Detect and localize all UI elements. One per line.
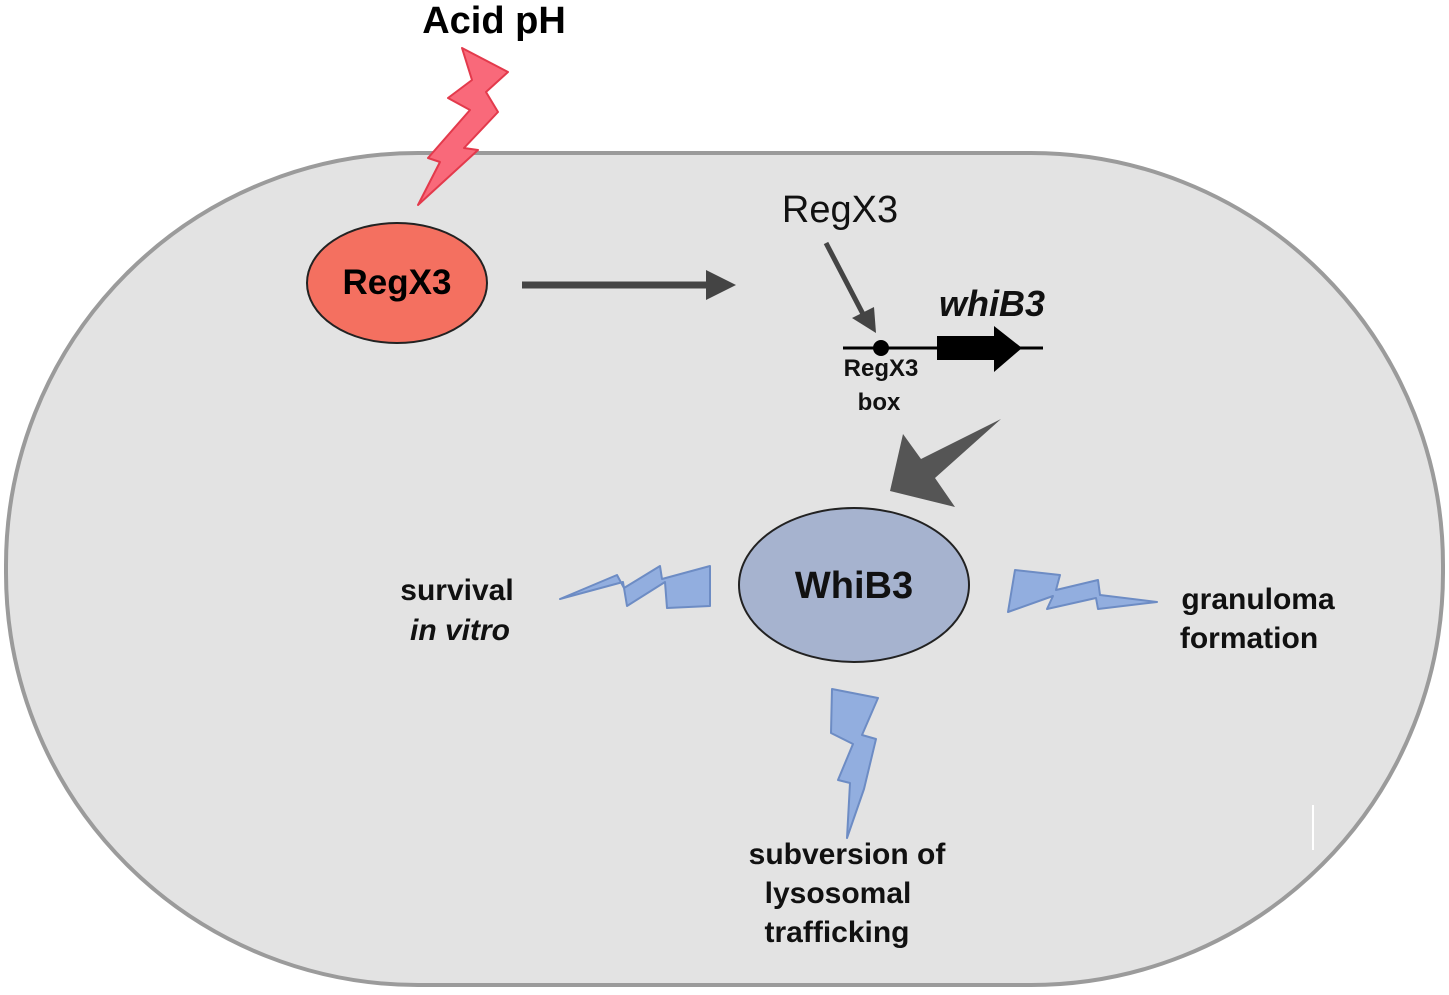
granuloma-lightning-bolt-icon bbox=[1007, 569, 1158, 613]
expression-arrow bbox=[890, 419, 1001, 507]
survival-label-line2: in vitro bbox=[410, 614, 510, 647]
binding-arrow-head bbox=[852, 307, 876, 333]
regx3-binding-label: RegX3 bbox=[782, 189, 898, 231]
survival-lightning-bolt-icon bbox=[559, 565, 711, 609]
gene-arrow-icon bbox=[937, 326, 1022, 372]
regx3-node bbox=[306, 222, 488, 344]
survival-label-line1: survival bbox=[400, 574, 513, 607]
gene-label: whiB3 bbox=[939, 283, 1045, 324]
binding-arrow-shaft bbox=[823, 241, 867, 318]
subversion-label-line3: trafficking bbox=[764, 916, 909, 949]
subversion-label-line1: subversion of bbox=[749, 838, 947, 871]
whib3-node bbox=[738, 507, 970, 663]
activation-arrow-head bbox=[706, 270, 736, 300]
acid-lightning-bolt-icon bbox=[417, 47, 509, 206]
regx3-box-label-line1: RegX3 bbox=[844, 355, 919, 382]
regx3-node-label: RegX3 bbox=[343, 263, 452, 302]
subversion-label-line2: lysosomal bbox=[765, 877, 912, 910]
regx3-box-dot bbox=[873, 340, 889, 356]
regx3-box-label-line2: box bbox=[858, 389, 901, 416]
whib3-node-label: WhiB3 bbox=[795, 565, 913, 607]
granuloma-label-line1: granuloma bbox=[1181, 583, 1335, 616]
lysosomal-lightning-bolt-icon bbox=[830, 688, 879, 839]
acid-ph-label: Acid pH bbox=[422, 0, 566, 42]
granuloma-label-line2: formation bbox=[1180, 622, 1318, 655]
bacterial-cell bbox=[4, 151, 1445, 987]
